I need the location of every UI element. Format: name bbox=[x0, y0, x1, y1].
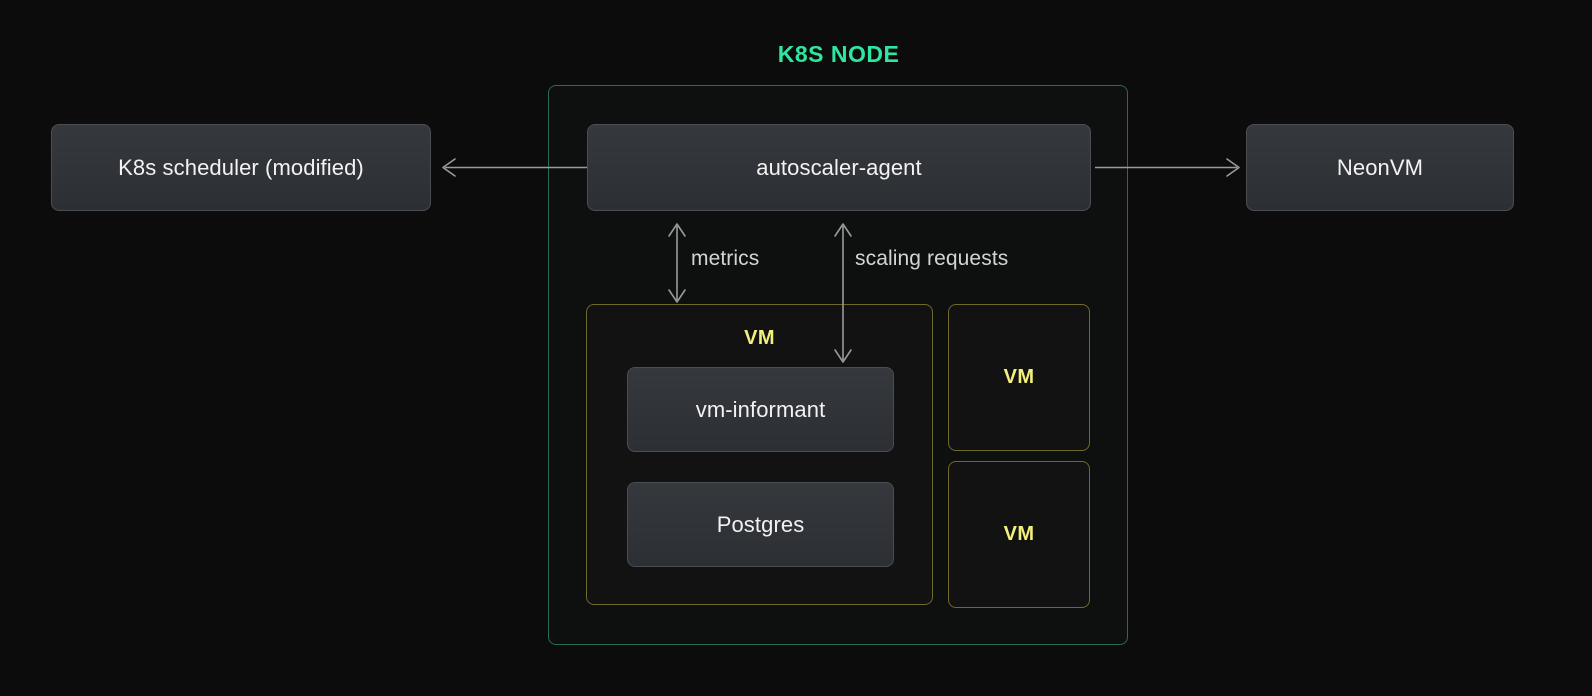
node-box-k8s-scheduler[interactable]: K8s scheduler (modified) bbox=[51, 124, 431, 211]
node-box-autoscaler-agent[interactable]: autoscaler-agent bbox=[587, 124, 1091, 211]
node-box-neonvm[interactable]: NeonVM bbox=[1246, 124, 1514, 211]
node-box-vm-informant[interactable]: vm-informant bbox=[627, 367, 894, 452]
edge-label-metrics: metrics bbox=[691, 247, 760, 270]
connector-scheduler-arrow bbox=[442, 158, 587, 177]
vm-side-2-label: VM bbox=[1003, 523, 1035, 545]
vm-side-1-label: VM bbox=[1003, 366, 1035, 388]
connector-neonvm-arrow bbox=[1095, 158, 1240, 177]
k8s-node-title: K8S NODE bbox=[777, 41, 900, 67]
vm-main-label: VM bbox=[744, 327, 775, 349]
connector-metrics-arrow bbox=[668, 223, 686, 303]
node-box-postgres[interactable]: Postgres bbox=[627, 482, 894, 567]
vm-box-side-2[interactable]: VM bbox=[948, 461, 1090, 608]
vm-box-side-1[interactable]: VM bbox=[948, 304, 1090, 451]
connector-scaling-requests-arrow bbox=[834, 223, 852, 363]
edge-label-scaling-requests: scaling requests bbox=[855, 247, 1009, 270]
